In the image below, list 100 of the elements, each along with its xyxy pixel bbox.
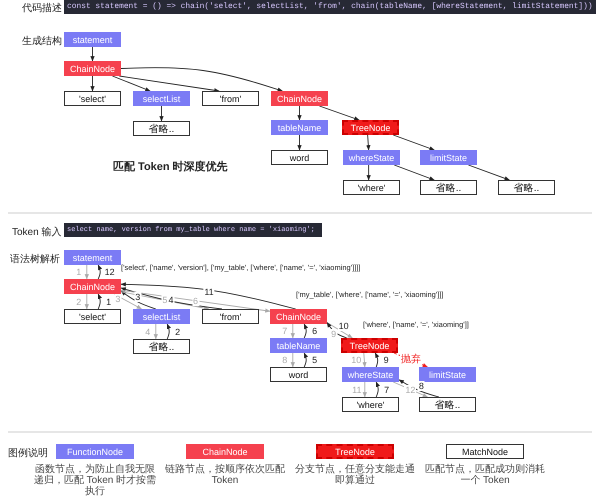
- arrow: [394, 164, 435, 180]
- edge-label: 8: [418, 380, 425, 391]
- edge-label: 5: [161, 295, 168, 306]
- match-node: 省略..: [133, 339, 190, 354]
- description-text: 函数节点，为防止自我无限递归，匹配 Token 时才按需执行: [32, 464, 158, 497]
- function-node: whereState: [342, 367, 399, 382]
- function-node: tableName: [271, 120, 328, 135]
- edge-label: 1: [105, 296, 112, 306]
- edge-label: 10: [338, 320, 350, 331]
- edge-label: 1: [75, 267, 82, 277]
- arrow: [392, 134, 435, 150]
- arrow: [326, 322, 353, 338]
- match-node: 省略..: [498, 180, 555, 195]
- legend-swatch: FunctionNode: [56, 444, 134, 459]
- legend-swatch: TreeNode: [316, 444, 394, 459]
- arrow: [90, 46, 95, 62]
- arrow: [304, 324, 308, 338]
- edge-label: 4: [144, 326, 152, 336]
- match-node: 'select': [64, 91, 121, 106]
- chain-node: ChainNode: [64, 61, 121, 76]
- side-label: 语法树解析: [10, 252, 60, 266]
- edge-label: 12: [404, 384, 416, 394]
- edge-label: 3: [114, 294, 122, 304]
- function-node: statement: [64, 250, 121, 265]
- arrow: [290, 324, 295, 339]
- arrow: [362, 382, 367, 398]
- edge-label: 11: [351, 384, 362, 394]
- edge-label: 6: [192, 296, 199, 306]
- edge-label: 4: [168, 295, 175, 306]
- match-node: 省略..: [419, 397, 476, 412]
- arrow: [112, 76, 151, 92]
- match-node: 省略..: [420, 180, 477, 195]
- edge-label: 11: [203, 286, 215, 297]
- arrow: [319, 106, 360, 120]
- function-node: statement: [64, 32, 121, 47]
- edge-label: 2: [75, 296, 82, 306]
- chain-node: ChainNode: [64, 279, 121, 294]
- chain-node: ChainNode: [271, 91, 328, 106]
- edge-label: 5: [311, 355, 318, 365]
- edge-label: 9: [330, 329, 338, 340]
- arrow: [84, 264, 89, 280]
- match-node: word: [270, 367, 327, 382]
- edge-label: 7: [281, 326, 288, 336]
- edge-label: 抛弃: [400, 355, 422, 365]
- arrow: [366, 164, 371, 181]
- side-label: 代码描述: [22, 2, 62, 15]
- function-node: limitState: [419, 367, 476, 382]
- arrow: [398, 379, 440, 398]
- arrow: [297, 134, 302, 151]
- arrow: [154, 324, 158, 340]
- match-node: word: [271, 150, 328, 165]
- arrow: [120, 67, 283, 92]
- function-node: selectList: [133, 91, 190, 106]
- edge-label: 9: [382, 354, 390, 365]
- function-node: limitState: [420, 150, 477, 165]
- arrow: [376, 382, 380, 398]
- arrow: [118, 76, 220, 92]
- edge-label: 6: [311, 326, 318, 336]
- match-node: 'from': [202, 91, 259, 106]
- edge-label: 3: [134, 292, 142, 302]
- side-label: 生成结构: [22, 34, 62, 48]
- arrow: [297, 106, 302, 121]
- description-text: 链路节点，按顺序依次匹配 Token: [164, 464, 286, 486]
- side-label: Token 输入: [12, 226, 62, 239]
- arrow: [468, 164, 510, 180]
- arrow: [98, 294, 102, 310]
- arrow: [120, 290, 156, 310]
- tree-node: TreeNode: [341, 338, 398, 353]
- edge-label: 2: [174, 326, 182, 336]
- arrow: [90, 76, 95, 92]
- edge-label: 12: [104, 267, 116, 277]
- arrow: [362, 352, 367, 368]
- match-node: 'where': [343, 180, 400, 195]
- caption-text: 匹配 Token 时深度优先: [113, 160, 228, 174]
- arrow: [120, 287, 222, 310]
- arrow: [304, 352, 308, 368]
- edge-label: 8: [281, 355, 288, 365]
- arrow: [120, 282, 296, 310]
- arrow: [120, 290, 271, 313]
- arrow: [374, 352, 380, 368]
- tree-node: TreeNode: [342, 120, 399, 135]
- arrow: [166, 324, 171, 340]
- function-node: whereState: [343, 150, 400, 165]
- side-label: 图例说明: [8, 447, 48, 460]
- arrow: [159, 106, 164, 122]
- description-text: 匹配节点，匹配成功则消耗一个 Token: [424, 464, 546, 486]
- arrow: [366, 134, 370, 151]
- match-node: 'select': [64, 309, 121, 324]
- edge-label: 7: [383, 384, 390, 394]
- arrow: [98, 264, 102, 280]
- match-node: 'from': [202, 309, 259, 324]
- function-node: selectList: [133, 309, 190, 324]
- arrow: [84, 294, 89, 310]
- legend-swatch: ChainNode: [186, 444, 264, 459]
- edge-label: 10: [350, 355, 362, 365]
- legend-swatch: MatchNode: [446, 444, 524, 459]
- chain-node: ChainNode: [270, 309, 327, 324]
- match-node: 省略..: [133, 121, 190, 136]
- match-node: 'where': [342, 397, 399, 412]
- function-node: tableName: [270, 338, 327, 353]
